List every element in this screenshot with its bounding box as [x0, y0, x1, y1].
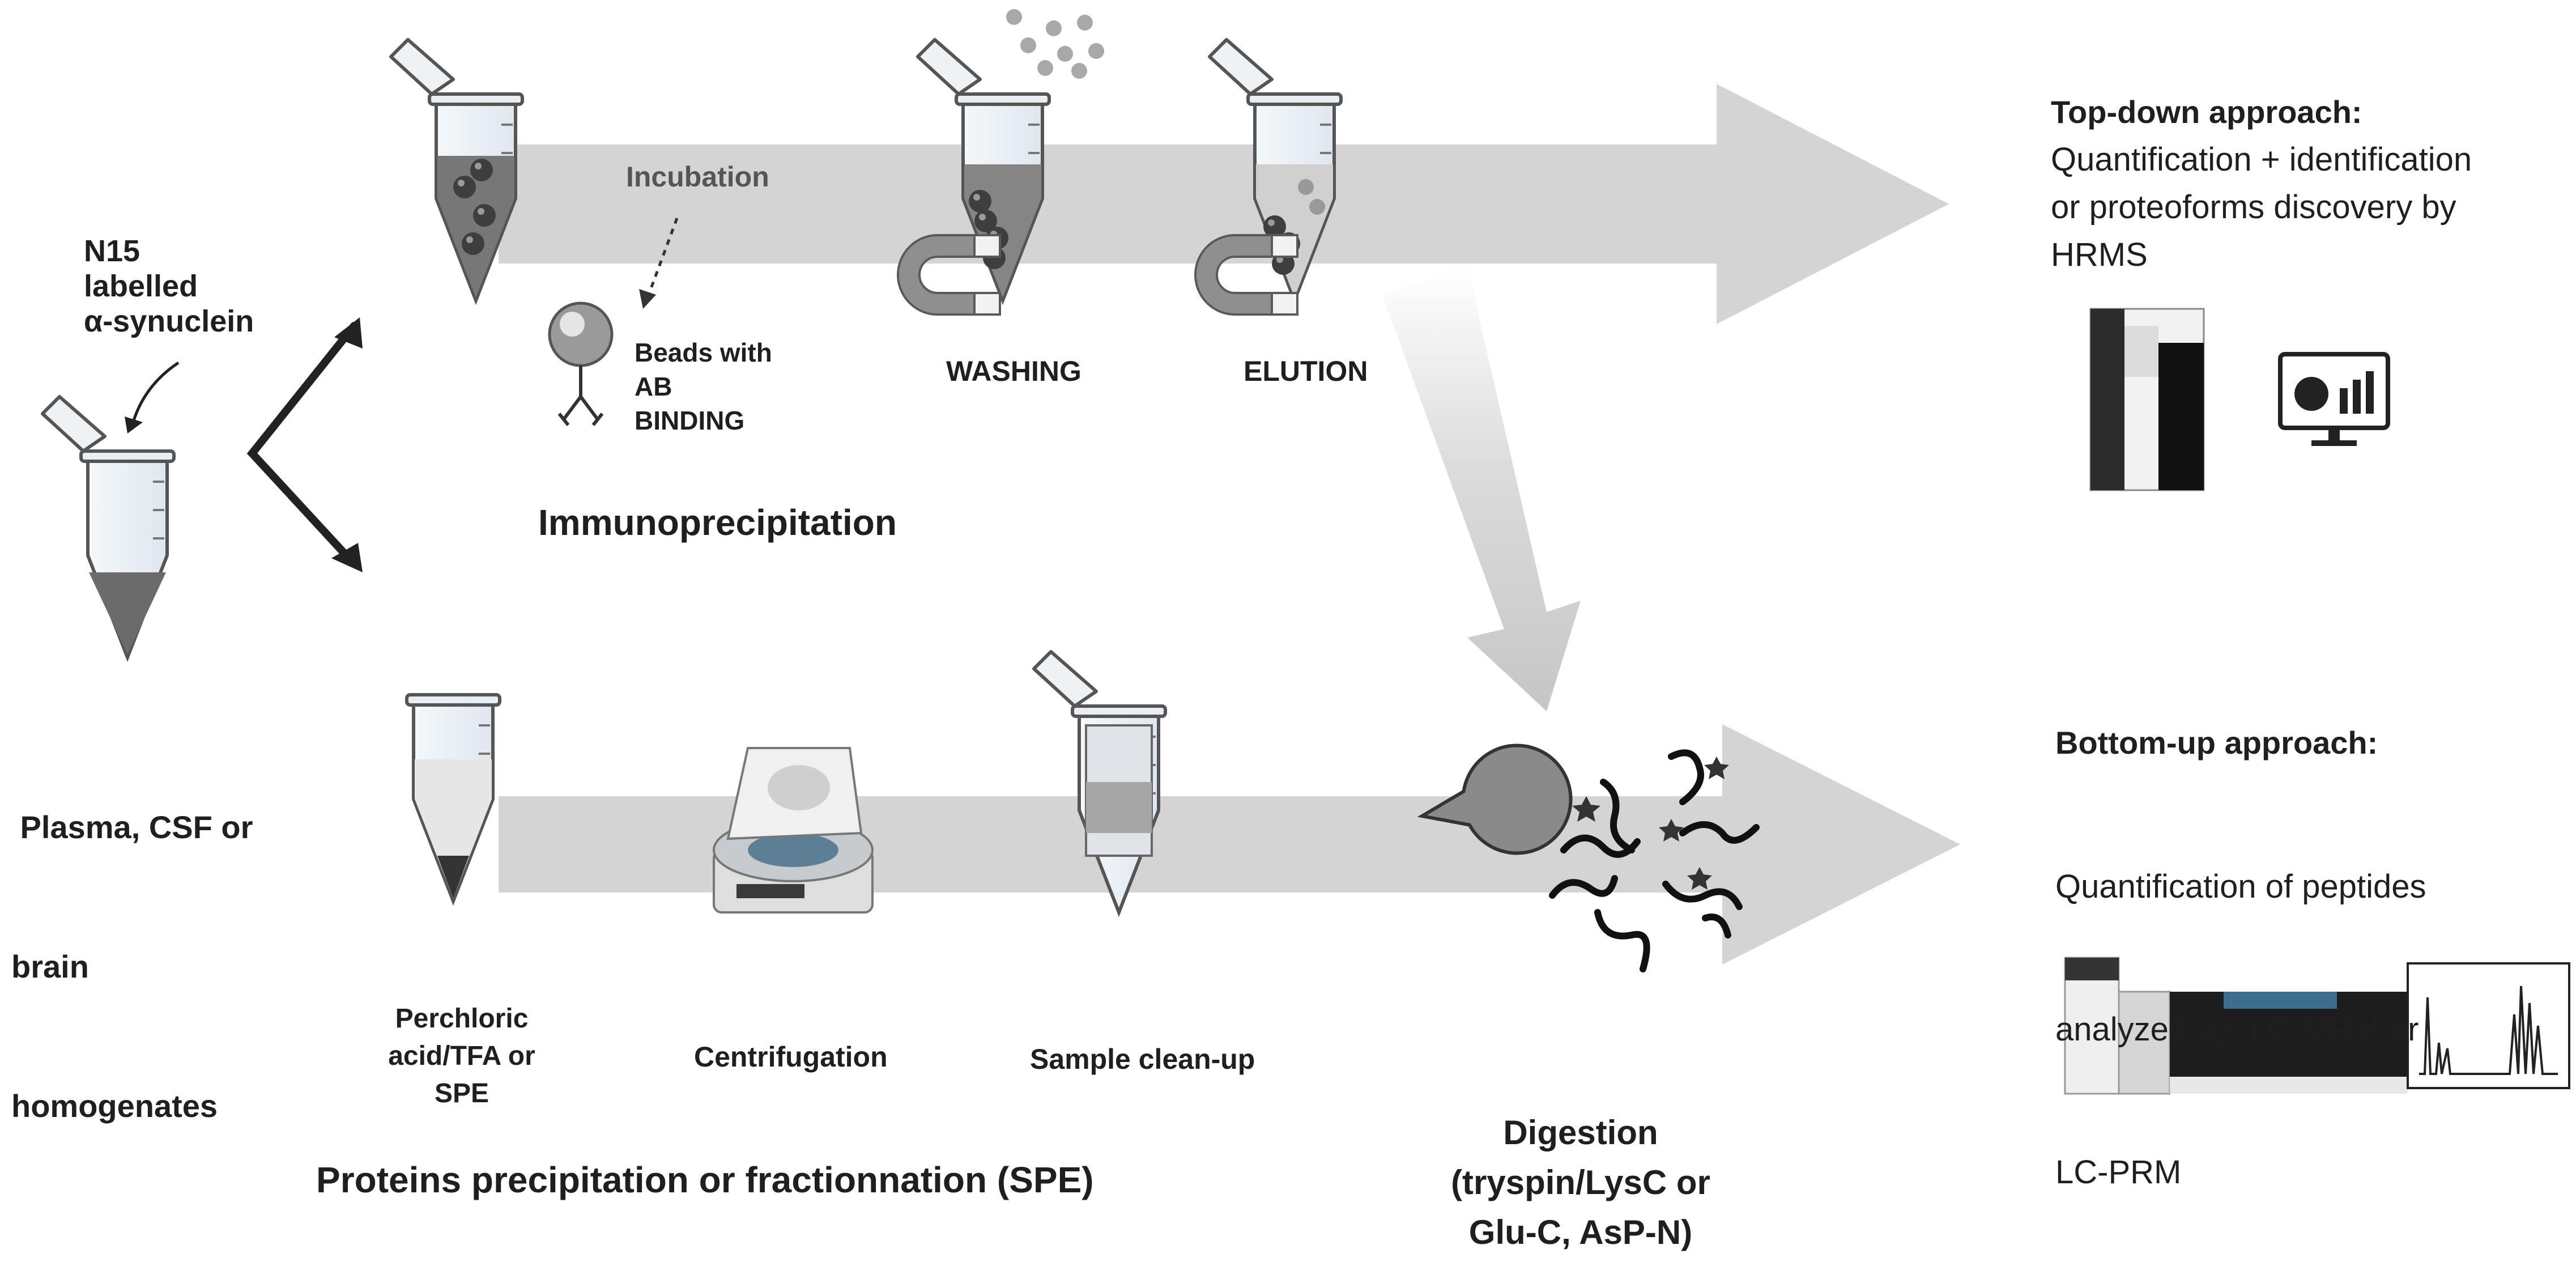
- spectrum-icon: [2407, 962, 2570, 1089]
- top-down-body: Quantification + identification or prote…: [2051, 141, 2472, 273]
- beads-label: Beads with AB BINDING: [635, 338, 772, 435]
- precipitation-step-label: Perchloric acid/TFA or SPE: [388, 1004, 535, 1108]
- mass-spectrometer-icon: [2089, 308, 2205, 491]
- precipitation-title: Proteins precipitation or fractionnation…: [316, 1159, 1094, 1200]
- pacman-enzyme-icon: [1417, 744, 1573, 855]
- immunoprecipitation-title: Immunoprecipitation: [538, 502, 897, 543]
- monitor-chart-icon: [2278, 352, 2390, 446]
- enzyme-stars-icon: [1572, 757, 1729, 890]
- n15-curved-arrow: [131, 361, 180, 423]
- tube-elution-icon: [1210, 40, 1341, 300]
- lc-system-icon: [2064, 957, 2408, 1095]
- centrifuge-icon: [713, 747, 874, 914]
- washing-label: WASHING: [946, 355, 1082, 387]
- top-flow-arrow: [499, 84, 1949, 324]
- diagonal-arrow-to-digestion: [1382, 266, 1581, 711]
- sample-cleanup-label: Sample clean-up: [1030, 1043, 1255, 1075]
- tube-incubation-icon: [391, 40, 522, 300]
- incubation-label: Incubation: [626, 161, 769, 193]
- top-down-heading: Top-down approach:: [2051, 94, 2362, 130]
- falling-beads-icon: [1006, 9, 1104, 79]
- branch-arrows: [246, 322, 358, 568]
- tube-cleanup-icon: [1034, 652, 1165, 912]
- bead-antibody-icon: [548, 301, 614, 426]
- elution-label: ELUTION: [1244, 355, 1368, 387]
- sample-source-label: Plasma, CSF or brain homogenates: [11, 809, 253, 1124]
- sample-tube-icon: [42, 397, 174, 657]
- tube-precipitation-icon: [407, 695, 500, 901]
- bottom-up-heading: Bottom-up approach:: [2055, 725, 2378, 761]
- centrifugation-label: Centrifugation: [694, 1041, 888, 1073]
- incubation-dotted-arrow: [647, 218, 679, 295]
- branch-arrowhead-up: [334, 317, 363, 349]
- bottom-flow-arrow: [499, 724, 1960, 965]
- magnet-washing-icon: [897, 234, 1001, 316]
- peptide-fragments-icon: [1549, 749, 1760, 972]
- branch-arrowhead-down: [331, 543, 363, 572]
- tube-washing-icon: [918, 40, 1049, 300]
- bottom-up-body: Quantification of peptides analyzed by L…: [2055, 868, 2426, 1191]
- n15-label: N15 labelled α-synuclein: [84, 234, 254, 338]
- digestion-label: Digestion (tryspin/LysC or Glu-C, AsP-N): [1451, 1114, 1710, 1251]
- magnet-elution-icon: [1194, 234, 1298, 316]
